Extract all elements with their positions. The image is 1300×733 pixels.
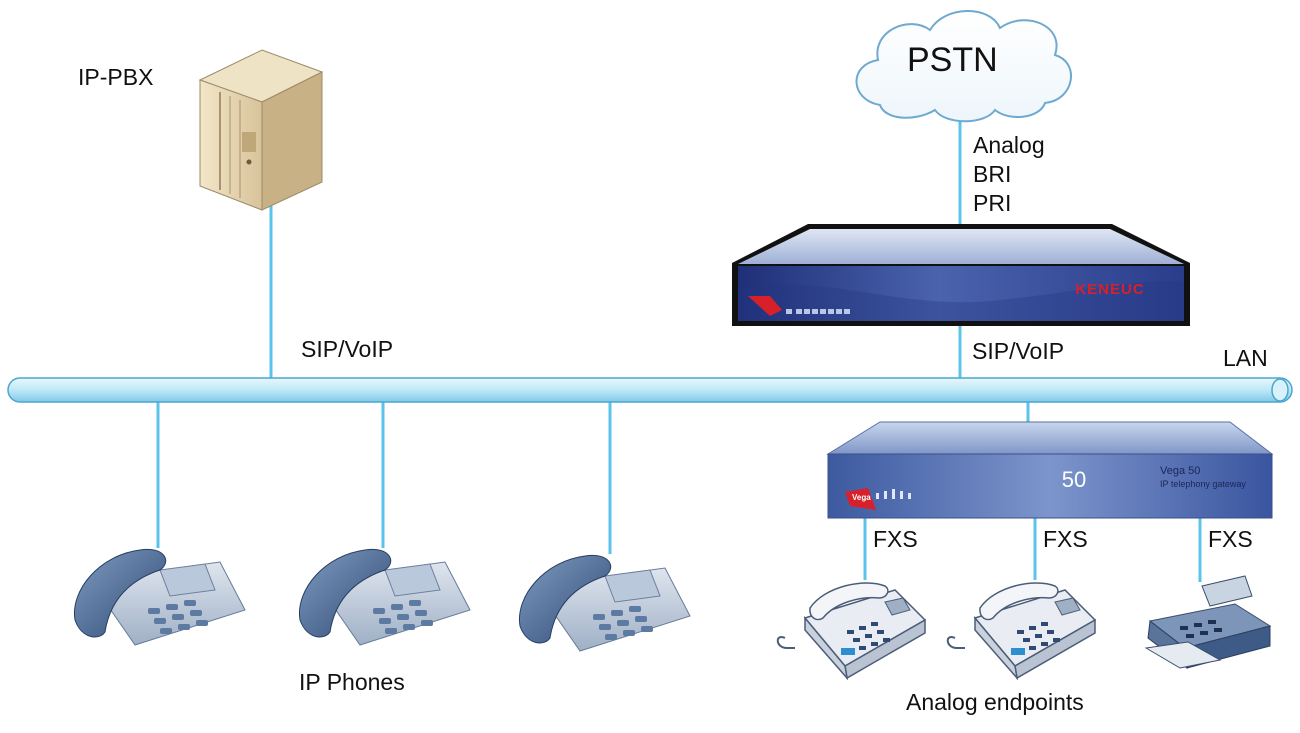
ip-phone-icon — [518, 554, 691, 652]
link-type-pri: PRI — [973, 190, 1012, 216]
fxs-label: FXS — [1208, 526, 1253, 552]
ip-phone-icon — [73, 548, 246, 646]
pstn-label: PSTN — [907, 41, 998, 79]
ip-phone-icon — [298, 548, 471, 646]
ip-pbx-label: IP-PBX — [78, 64, 154, 90]
fxs-label: FXS — [873, 526, 918, 552]
sip-voip-label-right: SIP/VoIP — [972, 338, 1065, 364]
pstn-gateway-device: KENEUC — [732, 224, 1190, 326]
link-type-bri: BRI — [973, 161, 1012, 187]
fxs-label: FXS — [1043, 526, 1088, 552]
vega-title: Vega 50 — [1160, 465, 1200, 477]
vega-subtitle: IP telephony gateway — [1160, 479, 1246, 489]
analog-endpoints-label: Analog endpoints — [906, 689, 1084, 715]
analog-phone-icon — [776, 582, 927, 681]
ip-phones-group — [73, 548, 691, 652]
gateway-brand-text: KENEUC — [1075, 281, 1144, 298]
analog-endpoints-group — [776, 575, 1272, 681]
link-type-analog: Analog — [973, 132, 1045, 158]
links — [156, 118, 1202, 582]
ip-pbx-server-icon — [198, 49, 324, 211]
sip-voip-label-left: SIP/VoIP — [301, 336, 394, 362]
vega-logo-text: Vega — [852, 493, 871, 502]
fax-machine-icon — [1144, 575, 1272, 670]
vega-50-gateway-device: Vega 50 Vega 50 IP telephony gateway — [826, 421, 1274, 519]
lan-label: LAN — [1223, 345, 1268, 371]
vega-model-number: 50 — [1062, 467, 1086, 492]
lan-bus — [7, 377, 1293, 403]
analog-phone-icon — [946, 582, 1097, 681]
ip-phones-label: IP Phones — [299, 669, 405, 695]
pstn-cloud-icon — [855, 10, 1072, 123]
pstn-link-types: Analog BRI PRI — [973, 131, 1045, 218]
